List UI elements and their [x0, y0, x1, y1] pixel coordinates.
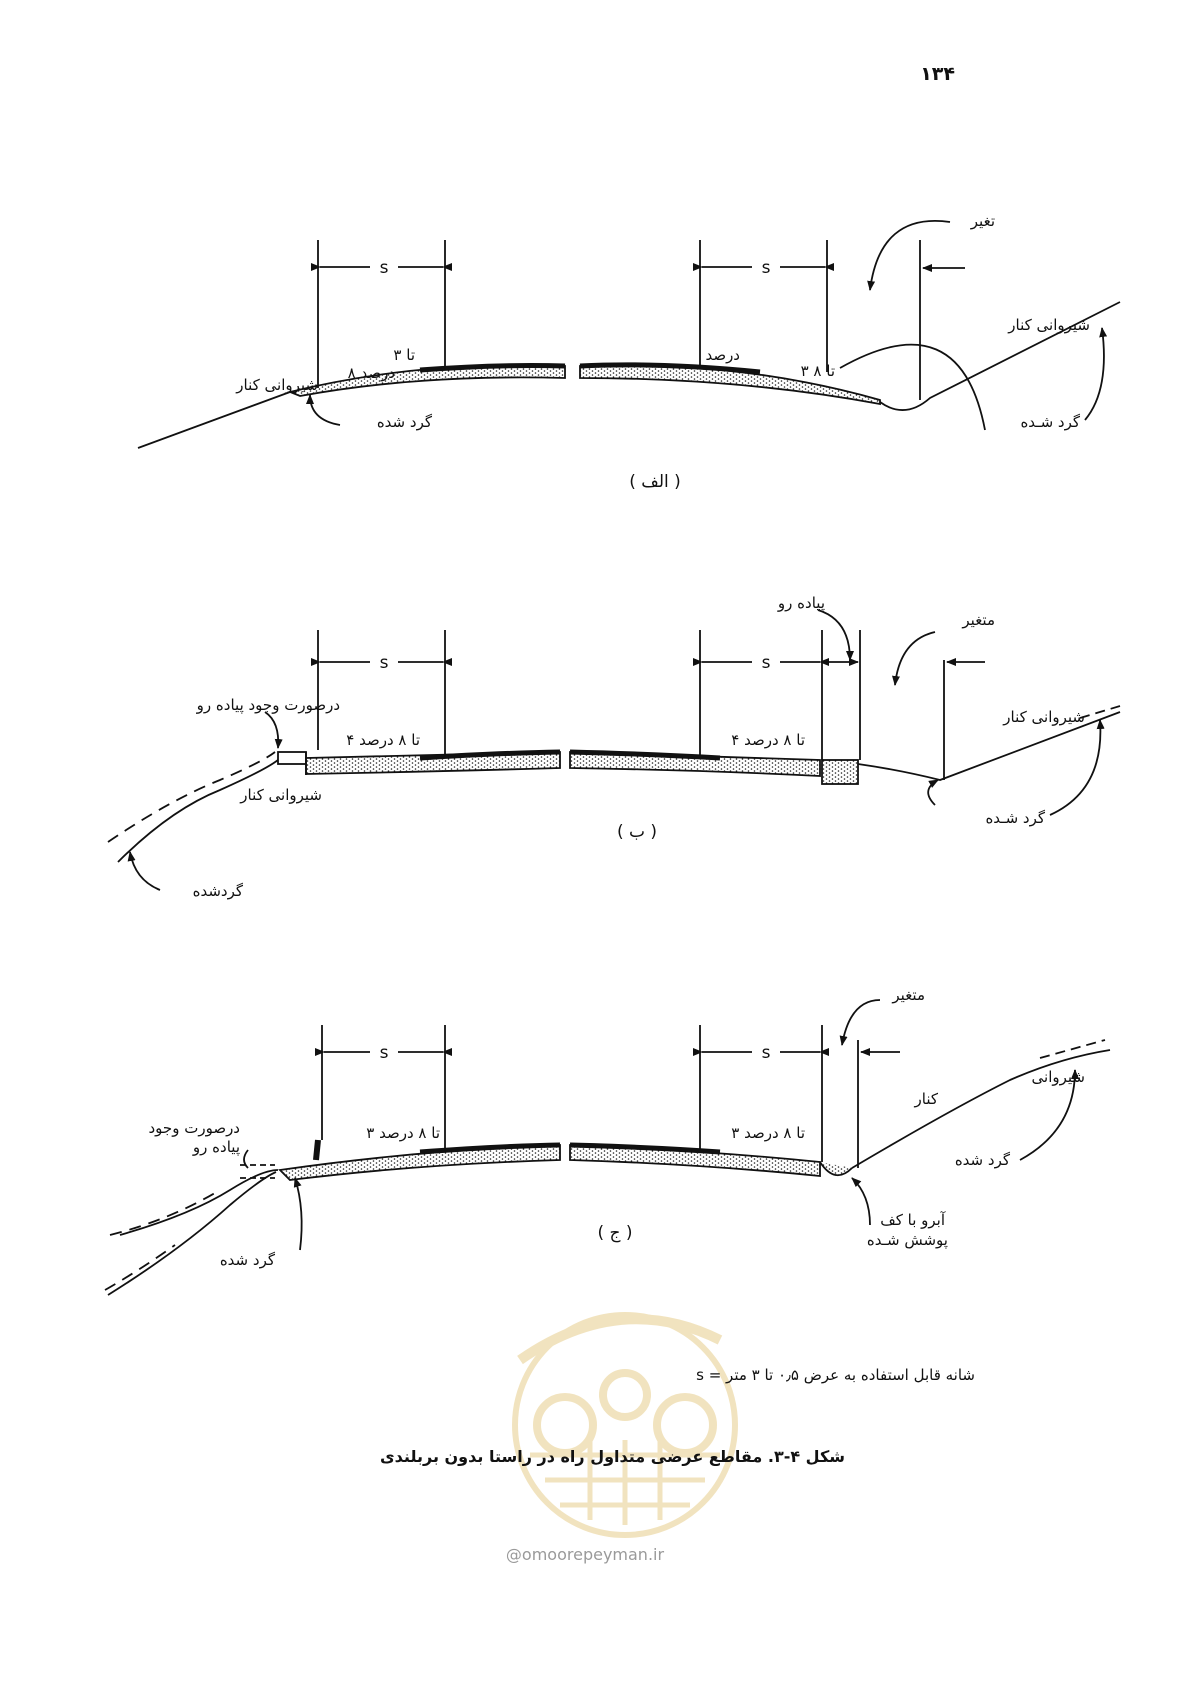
fig-c-ditch-1: آبرو با کف — [880, 1211, 946, 1229]
fig-a-slope-right-1: درصد — [705, 346, 740, 364]
fig-a-variable: تغیر — [970, 212, 995, 230]
fig-c-left-pavement — [278, 1144, 561, 1181]
fig-c-left-slope-2 — [107, 1171, 277, 1296]
fig-a-s-left: s — [380, 258, 389, 278]
fig-a-left-slope — [137, 391, 291, 449]
fig-a-right-surface — [579, 362, 761, 375]
fig-c-left-dashed-2 — [104, 1244, 176, 1291]
figure-c — [104, 999, 1111, 1296]
fig-c-side-slope-right-2: کنار — [914, 1090, 939, 1108]
fig-c-ditch-leader — [851, 1177, 871, 1226]
fig-b-right-surface — [569, 749, 721, 761]
fig-a-var-curve — [867, 220, 951, 291]
fig-a-rounded-right: گرد شـده — [1020, 413, 1080, 431]
fig-b-rounded-right: گرد شـده — [985, 809, 1045, 827]
fig-b-if-sidewalk: درصورت وجود پیاده رو — [196, 696, 340, 715]
fig-a-right-slope — [879, 301, 1121, 411]
fig-c-left-surface — [419, 1142, 561, 1155]
fig-c-side-slope-right-1: شیروانی — [1032, 1068, 1085, 1086]
fig-a-side-slope-right: شیروانی کنار — [1007, 316, 1090, 334]
fig-b-right-sidewalk — [821, 759, 859, 785]
figure-caption: شکل ۴-۳. مقاطع عرضی متداول راه در راستا … — [380, 1447, 845, 1466]
fig-c-slope-left: ۳ تا ۸ درصد — [366, 1124, 440, 1142]
fig-c-ditch-2: پوشش شـده — [867, 1231, 948, 1250]
fig-a-slope-left-1: ۳ تا — [393, 346, 415, 364]
fig-c-rounded-right-leader — [1019, 1069, 1079, 1161]
fig-b-sidewalk: پیاده رو — [777, 594, 825, 613]
fig-c-s-right: s — [762, 1043, 771, 1063]
fig-b-sidewalk-leader — [817, 609, 854, 661]
fig-b-rounded-right-leader-a — [927, 779, 939, 806]
fig-c-if-sidewalk-bracket — [243, 1149, 249, 1169]
fig-b-rounded-left: گردشده — [193, 882, 244, 900]
fig-a-left-pavement — [287, 364, 566, 397]
fig-b-slope-left: ۴ تا ۸ درصد — [346, 731, 420, 749]
fig-a-label: ( الف ) — [629, 472, 681, 492]
fig-c-right-surface — [569, 1142, 721, 1155]
fig-b-side-slope-left: شیروانی کنار — [239, 786, 322, 804]
fig-c-ditch — [819, 1161, 853, 1177]
fig-b-right-dashed — [1079, 705, 1121, 719]
fig-b-if-sidewalk-leader — [264, 711, 283, 749]
fig-b-left-pavement — [305, 751, 561, 775]
legend-text: s = شانه قابل استفاده به عرض ۰٫۵ تا ۳ مت… — [696, 1366, 975, 1384]
fig-c-if-sidewalk-1: درصورت وجود — [149, 1119, 241, 1137]
figure-a-labels: s s ۳ تا ۸ درصد درصد ۳ تا ۸ شیروانی کنار… — [235, 212, 1090, 492]
fig-b-rounded-left-leader — [127, 851, 161, 891]
fig-a-slope-right-2: ۳ تا ۸ — [801, 362, 835, 380]
fig-c-rounded-right: گرد شده — [955, 1151, 1011, 1169]
fig-b-left-sidewalk — [277, 751, 307, 765]
fig-b-left-slope — [117, 759, 279, 863]
fig-c-label: ( ج ) — [597, 1223, 632, 1243]
fig-c-slope-right: ۳ تا ۸ درصد — [731, 1124, 805, 1142]
fig-c-s-left: s — [380, 1043, 389, 1063]
figure-b — [107, 609, 1121, 891]
fig-c-left-dashed — [109, 1189, 221, 1236]
fig-c-if-sidewalk-2: پیاده رو — [192, 1138, 240, 1157]
fig-b-label: ( ب ) — [617, 822, 657, 842]
figure-a — [137, 220, 1121, 449]
fig-c-left-slope — [119, 1169, 279, 1236]
fig-c-curb-mark — [313, 1139, 321, 1161]
fig-b-s-right: s — [762, 653, 771, 673]
fig-a-rounded-left: گرد شده — [377, 413, 433, 431]
fig-c-var-curve — [839, 999, 881, 1046]
fig-c-variable: متغیر — [891, 986, 925, 1004]
fig-b-s-left: s — [380, 653, 389, 673]
fig-b-slope-right: ۴ تا ۸ درصد — [731, 731, 805, 749]
fig-a-s-right: s — [762, 258, 771, 278]
fig-b-variable: متغیر — [961, 611, 995, 629]
fig-b-var-curve — [892, 631, 936, 686]
figure-b-labels: s s ۴ تا ۸ درصد ۴ تا ۸ درصد درصورت وجود … — [193, 594, 1085, 900]
fig-c-rounded-left: گرد شده — [220, 1251, 276, 1269]
watermark-seal — [512, 1312, 738, 1538]
fig-a-rounding-arc — [839, 343, 986, 431]
fig-c-rounded-left-leader — [293, 1177, 303, 1251]
fig-a-side-slope-left: شیروانی کنار — [235, 376, 318, 394]
fig-a-rounded-leader-right — [1084, 327, 1108, 421]
fig-b-side-slope-right: شیروانی کنار — [1002, 708, 1085, 726]
page-number: ۱۳۴ — [920, 63, 955, 85]
fig-a-left-surface — [419, 363, 566, 373]
fig-a-rounded-leader-left — [306, 394, 341, 426]
fig-b-rounded-right-leader-b — [1049, 719, 1105, 816]
fig-c-right-slope — [851, 1049, 1111, 1169]
fig-c-right-dashed — [1039, 1039, 1106, 1059]
fig-b-left-surface — [419, 749, 561, 761]
fig-a-slope-left-2: ۸ درصد — [348, 364, 395, 382]
watermark-text: @omoorepeyman.ir — [506, 1545, 665, 1564]
figure-c-labels: s s ۳ تا ۸ درصد ۳ تا ۸ درصد درصورت وجود … — [149, 986, 1086, 1269]
